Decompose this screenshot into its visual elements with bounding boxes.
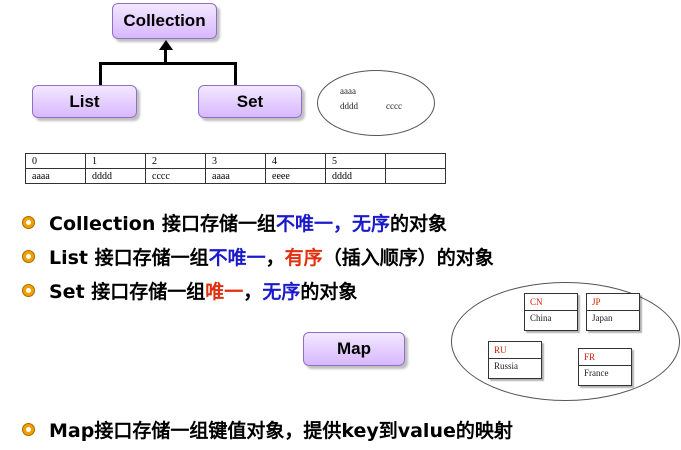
map-value: Russia — [494, 361, 519, 371]
bullet-text: List 接口存储一组 — [49, 247, 209, 269]
value-cell: dddd — [325, 168, 386, 184]
map-key: FR — [579, 349, 631, 366]
bullet-highlight: 唯一 — [205, 281, 244, 303]
connector-horizontal — [99, 62, 237, 65]
value-cell: eeee — [265, 168, 326, 184]
index-cell: 0 — [25, 153, 86, 169]
bullet-map: Map接口存储一组键值对象，提供key到value的映射 — [22, 416, 513, 443]
connector-root-stem — [164, 48, 167, 64]
bullet-list: List 接口存储一组不唯一，有序（插入顺序）的对象 — [22, 243, 494, 270]
bullet-text: Collection 接口存储一组 — [49, 213, 276, 235]
map-entry: RU Russia — [488, 341, 542, 379]
value-cell: aaaa — [25, 168, 86, 184]
set-item-2: dddd — [340, 101, 358, 111]
set-item-3: cccc — [386, 101, 402, 111]
bullet-punct: ， — [243, 281, 263, 303]
map-node: Map — [303, 332, 405, 366]
set-example-ellipse — [317, 70, 435, 136]
value-row: aaaa dddd cccc aaaa eeee dddd — [25, 168, 446, 184]
map-key: CN — [525, 294, 577, 311]
map-key: JP — [587, 294, 639, 311]
bullet-text: 的对象 — [390, 213, 448, 235]
set-node: Set — [198, 85, 302, 118]
bullet-icon — [22, 250, 35, 263]
value-cell: dddd — [85, 168, 146, 184]
map-entry: FR France — [578, 348, 632, 386]
map-value: China — [530, 313, 552, 323]
bullet-highlight: 无序 — [352, 213, 391, 235]
index-row: 0 1 2 3 4 5 — [25, 153, 446, 169]
map-entry: CN China — [524, 293, 578, 331]
index-cell — [385, 153, 446, 169]
value-cell: cccc — [145, 168, 206, 184]
bullet-icon — [22, 423, 35, 436]
connector-left-drop — [99, 62, 102, 86]
value-cell — [385, 168, 446, 184]
bullet-icon — [22, 216, 35, 229]
index-cell: 5 — [325, 153, 386, 169]
bullet-set: Set 接口存储一组唯一，无序的对象 — [22, 277, 357, 304]
map-entry: JP Japan — [586, 293, 640, 331]
index-cell: 3 — [205, 153, 266, 169]
bullet-icon — [22, 284, 35, 297]
list-node: List — [32, 85, 137, 118]
bullet-text: （插入顺序）的对象 — [322, 247, 494, 269]
bullet-highlight: 不唯一 — [208, 247, 266, 269]
bullet-highlight: 不唯一 — [275, 213, 333, 235]
bullet-text: Set 接口存储一组 — [49, 281, 206, 303]
bullet-collection: Collection 接口存储一组不唯一，无序的对象 — [22, 209, 447, 236]
connector-right-drop — [234, 62, 237, 86]
set-item-1: aaaa — [340, 86, 356, 96]
index-cell: 4 — [265, 153, 326, 169]
bullet-highlight: 有序 — [284, 247, 323, 269]
map-key: RU — [489, 342, 541, 359]
bullet-punct: ， — [332, 213, 352, 235]
index-cell: 2 — [145, 153, 206, 169]
bullet-text: 的对象 — [300, 281, 358, 303]
map-value: France — [584, 368, 609, 378]
connector-arrowhead — [159, 40, 173, 50]
index-cell: 1 — [85, 153, 146, 169]
bullet-text: Map接口存储一组键值对象，提供key到value的映射 — [49, 420, 513, 442]
bullet-highlight: 无序 — [262, 281, 301, 303]
value-cell: aaaa — [205, 168, 266, 184]
list-example-table: 0 1 2 3 4 5 aaaa dddd cccc aaaa eeee ddd… — [25, 153, 446, 184]
map-value: Japan — [592, 313, 613, 323]
bullet-punct: ， — [265, 247, 285, 269]
collection-node: Collection — [112, 3, 217, 39]
